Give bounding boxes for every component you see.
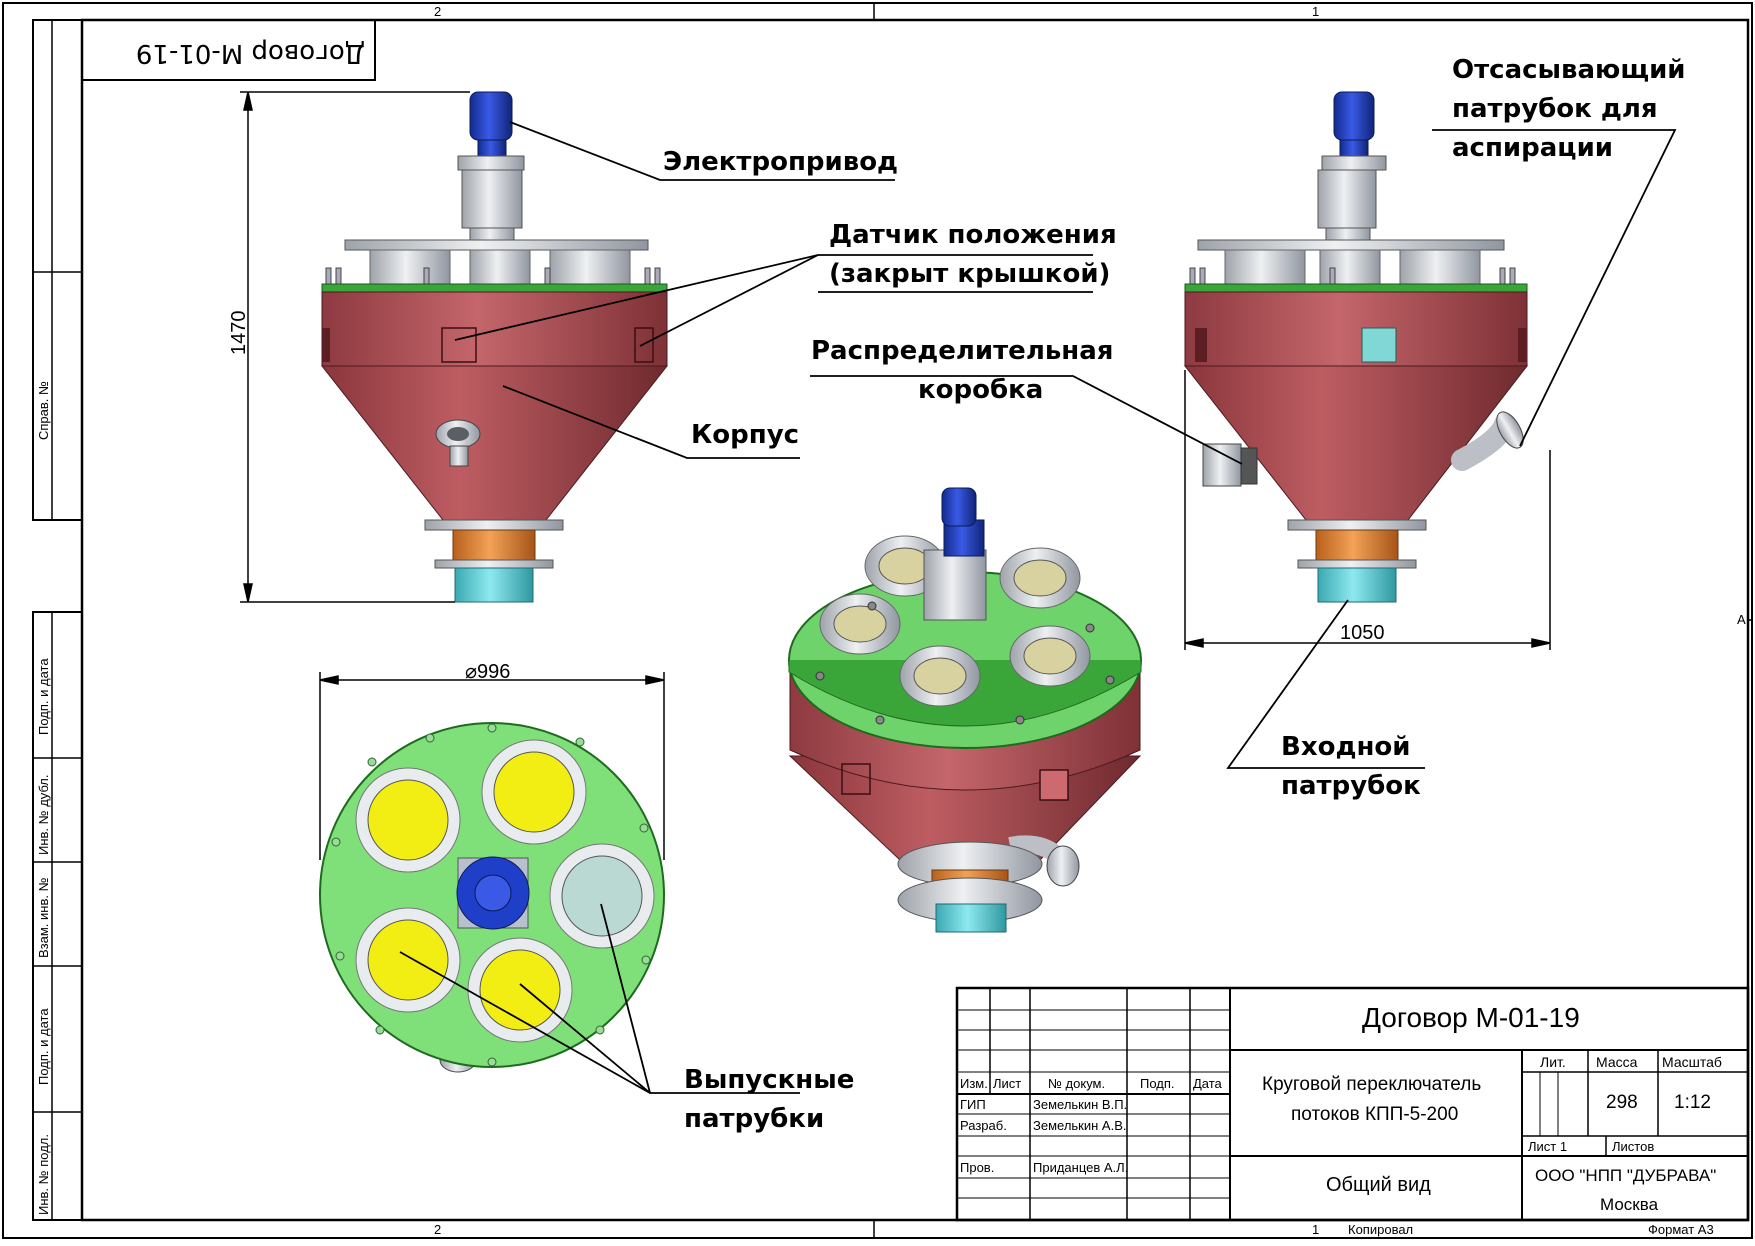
label-suction-pipe-line1: Отсасывающий [1452, 55, 1686, 85]
side-label-ref-no: Справ. № [36, 381, 51, 440]
format-label: Формат А3 [1648, 1222, 1714, 1237]
zone-bottom-left: 2 [434, 1222, 442, 1237]
dimension-width: 1050 [1340, 622, 1385, 644]
label-distribution-box-line1: Распределительная [811, 336, 1114, 366]
label-electric-drive: Электропривод [663, 147, 899, 177]
side-label-repl-inv: Взам. инв. № [36, 877, 51, 958]
zone-bottom-right: 1 [1312, 1222, 1320, 1237]
label-inlet-pipe-line2: патрубок [1281, 771, 1421, 801]
title-line-2: потоков КПП-5-200 [1291, 1104, 1459, 1125]
label-outlet-pipes-line2: патрубки [684, 1104, 825, 1134]
view-name: Общий вид [1326, 1174, 1431, 1196]
title-line-1: Круговой переключатель [1262, 1074, 1482, 1095]
company-name: ООО "НПП "ДУБРАВА" [1535, 1166, 1717, 1185]
zone-top-right: 1 [1312, 4, 1320, 19]
zone-top-left: 2 [434, 4, 442, 19]
row-role: Пров. [960, 1160, 995, 1175]
row-name: Земелькин В.П. [1033, 1097, 1128, 1112]
header-doc-no: № докум. [1048, 1076, 1106, 1091]
zone-side-a: A [1737, 612, 1746, 627]
side-label-orig-inv: Инв. № подл. [36, 1134, 51, 1215]
label-body: Корпус [691, 420, 800, 450]
side-label-dup-inv: Инв. № дубл. [36, 774, 51, 855]
dimension-height: 1470 [228, 310, 250, 356]
mass-label: Масса [1596, 1054, 1638, 1070]
copied-label: Копировал [1348, 1222, 1414, 1237]
side-label-sign-date-2: Подп. и дата [36, 1008, 51, 1085]
row-role: ГИП [960, 1097, 986, 1112]
title-block-grid [955, 986, 1750, 1222]
front-view-left [240, 91, 669, 603]
scale-label: Масштаб [1662, 1054, 1722, 1070]
label-position-sensor-line1: Датчик положения [829, 220, 1117, 250]
leader-lines [399, 121, 1677, 1094]
dimension-diameter: ⌀996 [465, 661, 511, 683]
label-position-sensor-line2: (закрыт крышкой) [829, 259, 1111, 289]
sheet-label: Лист 1 [1528, 1139, 1568, 1154]
contract-stamp: Договор М-01-19 [135, 38, 365, 68]
label-outlet-pipes-line1: Выпускные [684, 1065, 855, 1095]
label-suction-pipe-line2: патрубок для [1452, 94, 1658, 124]
isometric-view [788, 487, 1142, 933]
mass-value: 298 [1606, 1092, 1638, 1113]
header-date: Дата [1193, 1076, 1222, 1091]
lit-label: Лит. [1540, 1054, 1566, 1070]
company-city: Москва [1600, 1195, 1659, 1214]
label-suction-pipe-line3: аспирации [1452, 133, 1614, 163]
label-inlet-pipe-line1: Входной [1281, 732, 1411, 762]
header-sheet: Лист [993, 1076, 1022, 1091]
row-name: Земелькин А.В. [1033, 1118, 1127, 1133]
sheets-label: Листов [1612, 1139, 1655, 1154]
title-document-number: Договор М-01-19 [1362, 1002, 1580, 1033]
header-sign: Подп. [1140, 1076, 1175, 1091]
label-distribution-box-line2: коробка [918, 375, 1044, 405]
top-view [319, 672, 665, 1073]
row-role: Разраб. [960, 1118, 1007, 1133]
side-view-right [1183, 91, 1551, 650]
scale-value: 1:12 [1674, 1092, 1711, 1113]
row-name: Приданцев А.Л. [1033, 1160, 1129, 1175]
side-label-sign-date-1: Подп. и дата [36, 658, 51, 735]
header-change: Изм. [960, 1076, 988, 1091]
